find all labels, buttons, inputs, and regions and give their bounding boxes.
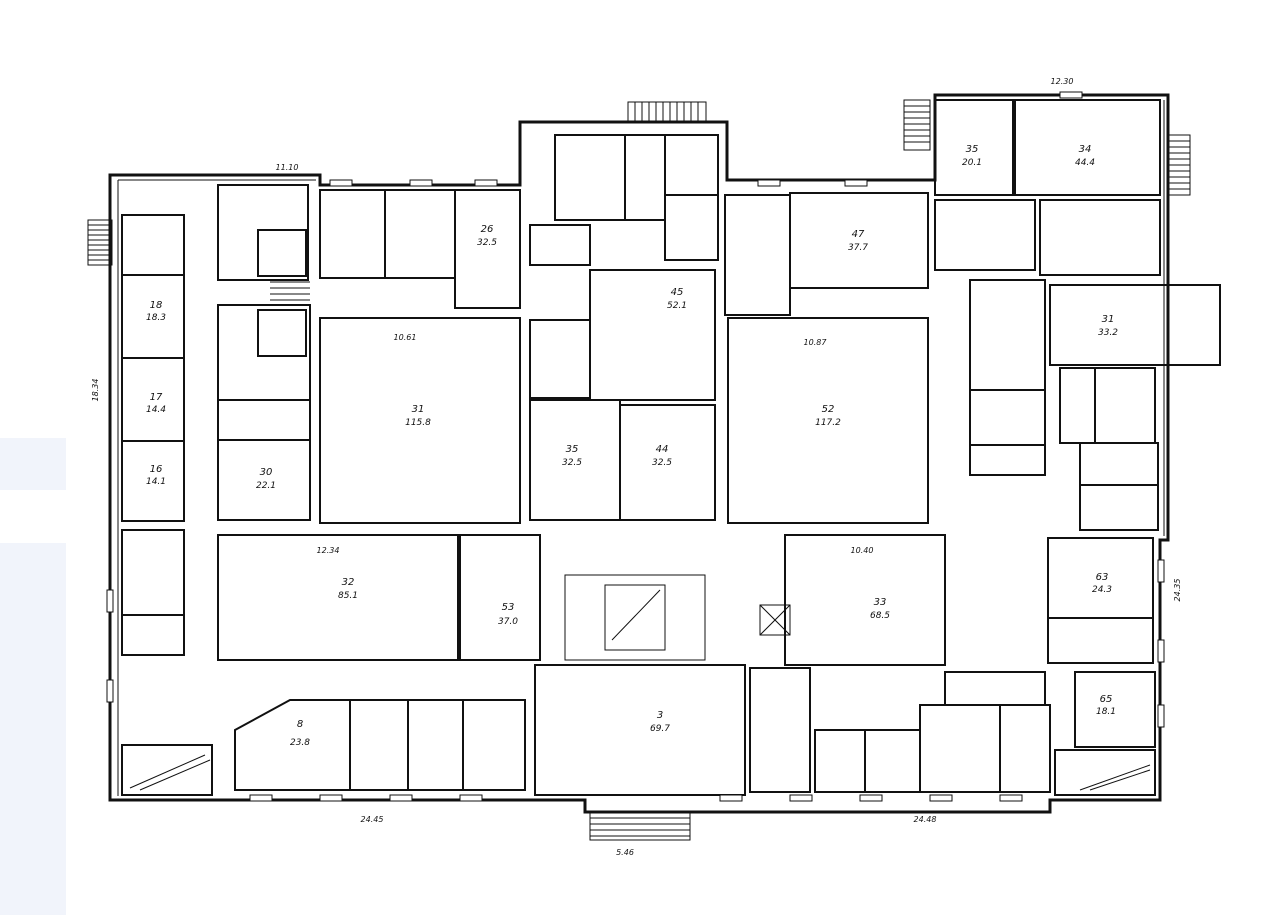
dimension-labels: 24.45 24.48 5.46 12.30 11.10 18.34 24.35 [91,77,1182,857]
room-32-width: 12.34 [317,546,340,555]
room-47-area: 37.7 [848,243,868,253]
dimension-bottom-left: 24.45 [361,815,384,824]
background-panel [0,438,66,490]
room-17-area: 14.4 [146,405,166,415]
room-44-number: 44 [656,444,669,455]
room-16-number: 16 [150,464,163,475]
room-63-number: 63 [1096,572,1109,583]
top-center-rooms [529,134,719,399]
dimension-top-right: 12.30 [1051,77,1074,86]
room-53-area: 37.0 [498,617,518,627]
room-26-number: 26 [481,224,494,235]
outer-walls [108,93,1170,814]
room-26-area: 32.5 [477,238,497,248]
room-18-area: 18.3 [146,313,166,323]
room-35b-area: 20.1 [962,158,982,168]
room-65-number: 65 [1100,694,1113,705]
room-labels: 31 115.8 10.61 32 85.1 12.34 33 68.5 10.… [146,144,1118,748]
room-47-number: 47 [852,229,865,240]
room-35-number: 35 [566,444,579,455]
room-17-number: 17 [150,392,163,403]
room-32-number: 32 [342,577,355,588]
dimension-left-side: 18.34 [91,379,100,402]
room-45-number: 45 [671,287,684,298]
room-18-number: 18 [150,300,163,311]
room-52-number: 52 [822,404,835,415]
room-33-width: 10.40 [851,546,874,555]
room-3-area: 69.7 [650,724,670,734]
dimension-top-left: 11.10 [276,163,299,172]
right-rooms [724,194,1161,748]
main-rooms [217,99,1221,796]
room-31b-area: 33.2 [1098,328,1118,338]
room-35-area: 32.5 [562,458,582,468]
dimension-bottom-right: 24.48 [914,815,937,824]
room-31-width: 10.61 [394,333,417,342]
room-8-area: 23.8 [290,738,310,748]
room-16-area: 14.1 [146,477,166,487]
room-44-area: 32.5 [652,458,672,468]
bottom-rooms [121,667,1156,796]
room-52-area: 117.2 [815,418,841,428]
left-rooms [121,184,456,656]
room-31b-number: 31 [1102,314,1115,325]
stairs [87,99,1191,841]
room-63-area: 24.3 [1092,585,1112,595]
background-panel [0,543,66,915]
room-52-width: 10.87 [804,338,828,347]
room-3-number: 3 [657,710,663,721]
dimension-right-side: 24.35 [1173,579,1182,602]
room-33-area: 68.5 [870,611,890,621]
room-35b-number: 35 [966,144,979,155]
room-65-area: 18.1 [1096,707,1116,717]
room-30-number: 30 [260,467,273,478]
room-32-area: 85.1 [338,591,358,601]
windows [106,91,1165,802]
room-33-number: 33 [874,597,887,608]
room-34-area: 44.4 [1075,158,1095,168]
room-8-number: 8 [297,719,303,730]
dimension-bottom-center: 5.46 [616,848,634,857]
room-45-area: 52.1 [667,301,687,311]
room-30-area: 22.1 [256,481,276,491]
room-31-area: 115.8 [405,418,431,428]
room-31-number: 31 [412,404,425,415]
room-53-number: 53 [502,602,515,613]
room-34-number: 34 [1079,144,1092,155]
